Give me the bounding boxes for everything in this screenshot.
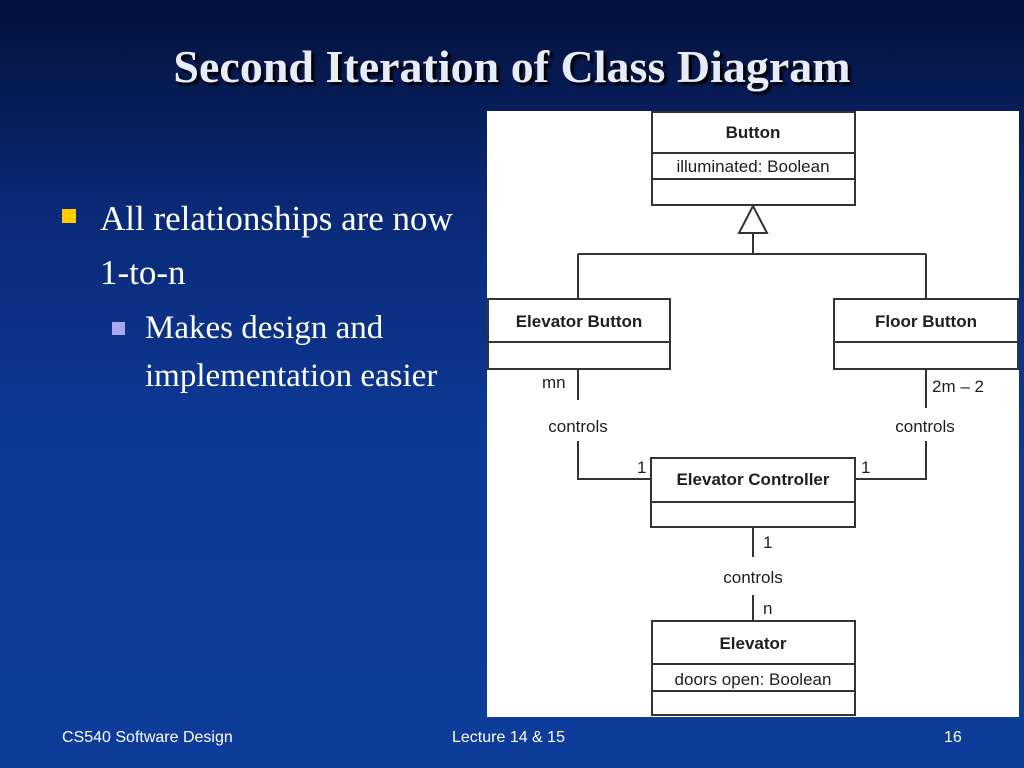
class-diagram: Button illuminated: Boolean Elevator But… [487, 111, 1019, 717]
multiplicity-label: 2m – 2 [932, 377, 984, 396]
sub-bullet-item: Makes design and implementation easier [112, 304, 462, 400]
bullet-item: All relationships are now 1-to-n [62, 192, 462, 300]
button-class-attribute: illuminated: Boolean [676, 157, 829, 176]
bullet-list: All relationships are now 1-to-n Makes d… [62, 192, 462, 400]
association-label: controls [723, 568, 783, 587]
multiplicity-label: n [763, 599, 772, 618]
multiplicity-label: 1 [763, 533, 772, 552]
association-line [855, 369, 927, 480]
slide-title: Second Iteration of Class Diagram [173, 41, 851, 92]
elevator-controller-class-name: Elevator Controller [676, 470, 829, 489]
sub-bullet-text: Makes design and implementation easier [145, 310, 438, 394]
square-bullet-icon [62, 209, 76, 223]
elevator-controller-class-box [650, 457, 856, 528]
association-line [577, 369, 651, 480]
floor-button-class-box [833, 298, 1019, 370]
footer-page-number: 16 [944, 729, 962, 746]
elevator-class-attribute: doors open: Boolean [675, 670, 832, 689]
association-label: controls [548, 417, 608, 436]
elevator-class-name: Elevator [719, 634, 786, 653]
footer-lecture: Lecture 14 & 15 [452, 729, 565, 746]
elevator-button-class-name: Elevator Button [516, 312, 643, 331]
footer-course: CS540 Software Design [62, 729, 233, 746]
association-label: controls [895, 417, 955, 436]
generalization-arrowhead [737, 203, 769, 234]
square-sub-bullet-icon [112, 322, 125, 335]
bullet-text: All relationships are now 1-to-n [100, 199, 453, 292]
floor-button-class-name: Floor Button [875, 312, 977, 331]
multiplicity-label: 1 [861, 458, 870, 477]
multiplicity-label: 1 [637, 458, 646, 477]
elevator-button-class-box [487, 298, 671, 370]
multiplicity-label: mn [542, 373, 566, 392]
button-class-name: Button [726, 123, 781, 142]
class-diagram-svg: Button illuminated: Boolean Elevator But… [487, 111, 1019, 716]
